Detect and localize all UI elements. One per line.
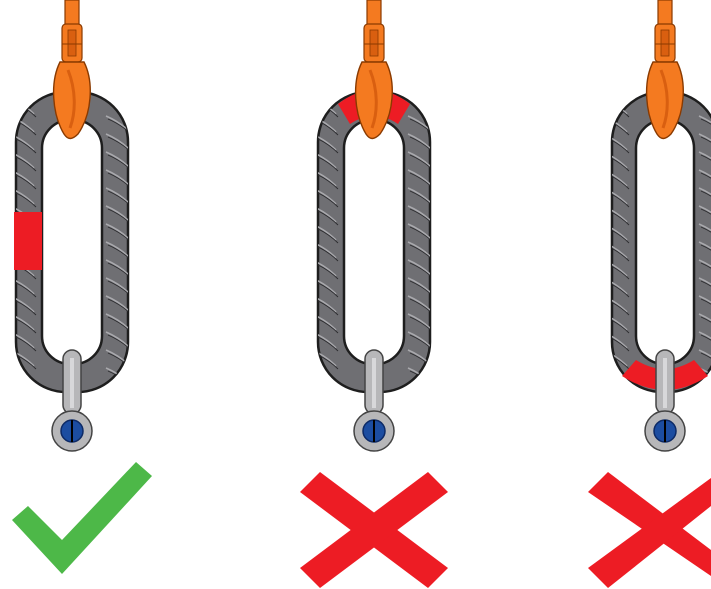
panel-wrong-hook <box>300 0 448 588</box>
shackle-3 <box>644 349 686 452</box>
x-mark-icon <box>588 472 711 588</box>
x-mark-icon <box>300 472 448 588</box>
checkmark-icon <box>12 462 152 574</box>
hook-2 <box>354 0 393 140</box>
shackle-1 <box>51 349 93 452</box>
panel-correct <box>12 0 152 574</box>
damage-zone-side <box>14 212 42 270</box>
panel-wrong-shackle <box>588 0 711 588</box>
wire-rope-sling-2 <box>316 90 432 394</box>
hook-3 <box>645 0 684 140</box>
shackle-2 <box>353 349 395 452</box>
hook-1 <box>52 0 91 140</box>
